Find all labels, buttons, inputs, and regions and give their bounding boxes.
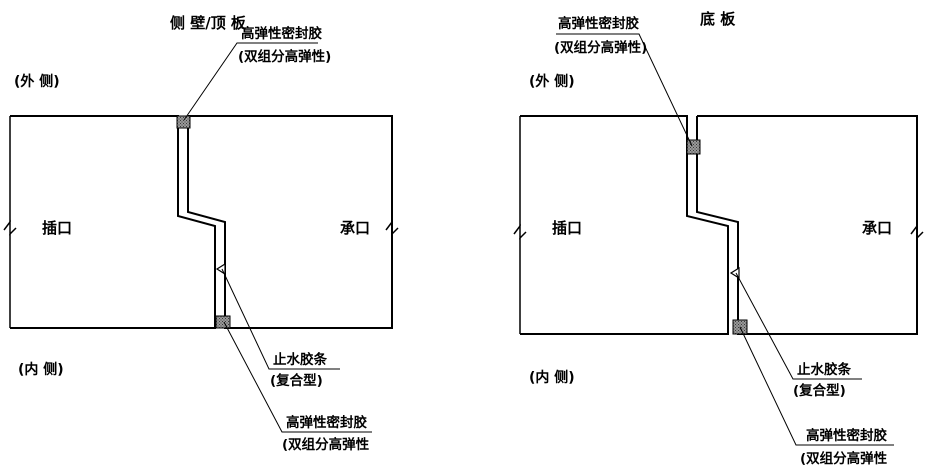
right-mid-callout-line2: (复合型) <box>793 382 846 399</box>
right-panel: 底 板 (外 侧) (内 侧) 插口 承口 高弹性密封胶 (双组分高弹性) 止水… <box>513 10 924 467</box>
left-spigot-label: 插口 <box>42 219 72 237</box>
left-panel-title: 侧 壁/顶 板 <box>170 14 247 32</box>
left-inside-label: (内 侧) <box>18 361 64 378</box>
right-spigot-slab <box>513 115 729 335</box>
right-outside-label: (外 侧) <box>529 73 575 90</box>
right-bottom-callout: 高弹性密封胶 (双组分高弹性 <box>739 326 894 467</box>
left-socket-label: 承口 <box>340 219 370 237</box>
left-bottom-callout: 高弹性密封胶 (双组分高弹性 <box>223 321 372 453</box>
left-bottom-sealant <box>215 315 231 329</box>
left-spigot-slab <box>3 115 216 329</box>
right-socket-label: 承口 <box>862 219 892 237</box>
left-bottom-callout-line2: (双组分高弹性 <box>282 436 370 453</box>
left-bottom-callout-line1: 高弹性密封胶 <box>286 414 367 431</box>
right-bottom-callout-line1: 高弹性密封胶 <box>806 427 887 444</box>
right-top-callout-line2: (双组分高弹性) <box>554 39 647 56</box>
right-mid-callout: 止水胶条 (复合型) <box>735 272 862 399</box>
right-bottom-callout-line2: (双组分高弹性 <box>800 450 888 467</box>
left-top-sealant <box>176 115 191 129</box>
left-mid-callout: 止水胶条 (复合型) <box>221 268 340 389</box>
left-top-callout-line2: (双组分高弹性) <box>238 48 331 65</box>
left-top-callout-line1: 高弹性密封胶 <box>241 25 322 42</box>
right-inside-label: (内 侧) <box>529 369 575 386</box>
right-top-sealant <box>686 139 701 155</box>
right-mid-callout-line1: 止水胶条 <box>797 361 851 378</box>
right-top-callout-line1: 高弹性密封胶 <box>558 15 639 32</box>
left-top-callout: 高弹性密封胶 (双组分高弹性) <box>183 25 331 121</box>
left-mid-callout-line1: 止水胶条 <box>273 351 327 368</box>
left-mid-callout-line2: (复合型) <box>270 372 323 389</box>
right-panel-title: 底 板 <box>700 10 736 28</box>
left-panel: 侧 壁/顶 板 (外 侧) (内 侧) 插口 承口 高弹性密封胶 (双组分高弹性… <box>3 14 399 453</box>
right-spigot-label: 插口 <box>552 219 582 237</box>
left-outside-label: (外 侧) <box>14 73 60 90</box>
right-top-callout: 高弹性密封胶 (双组分高弹性) <box>554 15 693 147</box>
